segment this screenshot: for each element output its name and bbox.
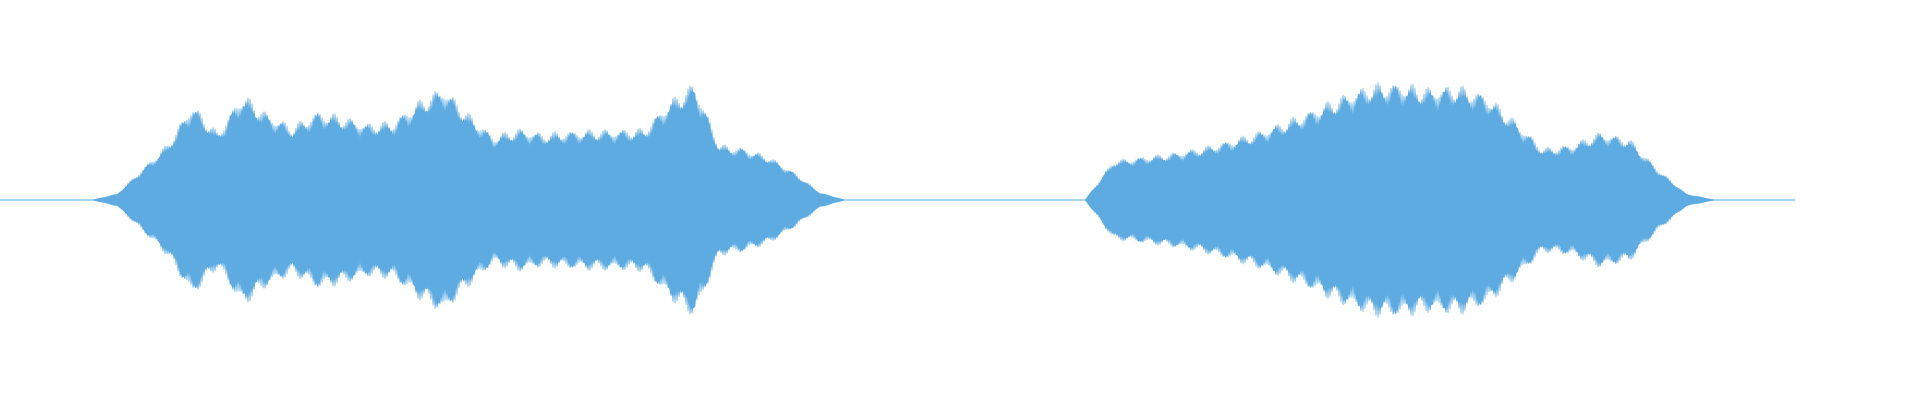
waveform-segments <box>91 82 1716 318</box>
waveform-segment-first-sound[interactable] <box>91 85 847 315</box>
waveform-segment-second-sound[interactable] <box>1084 82 1716 318</box>
